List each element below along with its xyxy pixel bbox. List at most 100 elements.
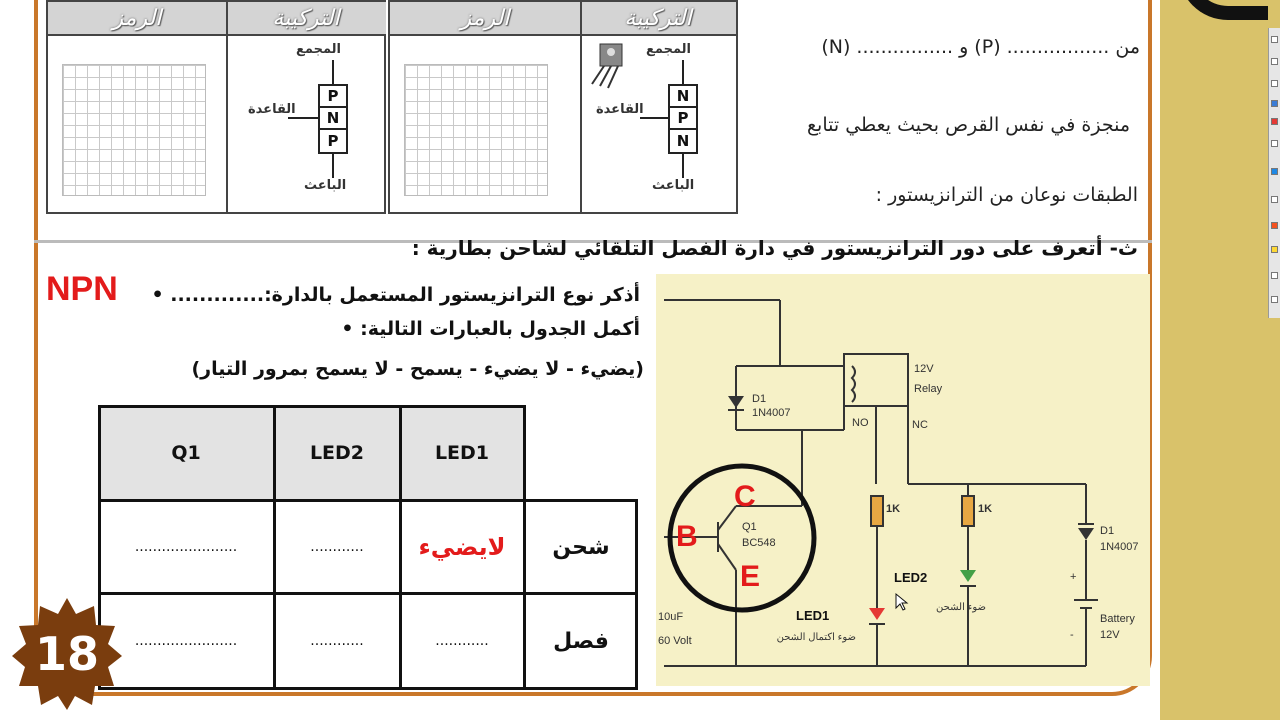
header-q1: Q1 <box>171 442 201 464</box>
tool-icon[interactable] <box>1271 100 1278 107</box>
cursor-icon <box>895 592 909 611</box>
circuit-schematic: 12V Relay D1 1N4007 NO NC Q1 BC548 1K 1K… <box>658 299 1139 667</box>
cell-led2-charge[interactable]: ............ <box>310 539 364 555</box>
q1-label: Q1 <box>742 521 757 533</box>
structure-table-npn: الرمز التركيبة N P N المجمع القاعدة البا… <box>388 0 738 214</box>
divider <box>580 2 582 212</box>
header-led2: LED2 <box>309 442 365 464</box>
led2-label: LED2 <box>894 570 927 585</box>
base-lead <box>640 117 668 119</box>
cell-q1-cutoff[interactable]: ....................... <box>134 633 238 649</box>
emitter-label: الباعث <box>652 178 695 193</box>
resistor1-label: 1K <box>886 503 900 515</box>
table-line <box>273 405 276 690</box>
row-label-cutoff: فصل <box>553 628 609 654</box>
table-line <box>399 405 402 690</box>
bullet-1: أذكر نوع الترانزيستور المستعمل بالدارة:.… <box>90 284 640 306</box>
header-row-bg <box>98 405 526 501</box>
panel-separator <box>1152 0 1160 720</box>
layer-n: N <box>320 108 346 130</box>
tool-icon[interactable] <box>1271 58 1278 65</box>
drawing-grid[interactable] <box>404 64 548 196</box>
battery-plus: + <box>1070 571 1076 583</box>
tool-icon[interactable] <box>1271 296 1278 303</box>
tool-icon[interactable] <box>1271 246 1278 253</box>
base-label: القاعدة <box>596 102 644 117</box>
row-label-charge: شحن <box>552 534 610 560</box>
tool-icon[interactable] <box>1271 118 1278 125</box>
d1-top-part: 1N4007 <box>752 407 791 419</box>
tool-icon[interactable] <box>1271 140 1278 147</box>
layer-p: P <box>670 108 696 130</box>
structure-header: التركيبة <box>226 2 386 36</box>
section-divider <box>34 240 1152 243</box>
table-line <box>98 405 526 408</box>
answer-table: Q1 LED2 LED1 ....................... ...… <box>98 405 638 690</box>
emitter-label: الباعث <box>304 178 347 193</box>
collector-lead <box>682 60 684 84</box>
circuit-diagram <box>656 274 1150 686</box>
tool-icon[interactable] <box>1271 80 1278 87</box>
layer-p: P <box>327 132 339 150</box>
capacitor-value: 10uF <box>658 611 683 623</box>
symbol-header: الرمز <box>390 2 580 36</box>
page-number-badge: 18 <box>12 598 122 710</box>
q1-part-label: BC548 <box>742 537 776 549</box>
tool-icon[interactable] <box>1271 196 1278 203</box>
definition-line-3: الطبقات نوعان من الترانزيستور : <box>875 184 1138 206</box>
cell-q1-charge[interactable]: ....................... <box>134 539 238 555</box>
handwritten-c: C <box>734 480 756 513</box>
phrase-options: (يضيء - لا يضيء - يسمح - لا يسمح بمرور ا… <box>191 358 644 380</box>
table-line <box>98 592 638 595</box>
no-contact-label: NO <box>852 417 869 429</box>
d1-top-label: D1 <box>752 393 766 405</box>
handwritten-b: B <box>676 520 698 553</box>
capacitor-voltage: 60 Volt <box>658 635 692 647</box>
bullet-2-text: أكمل الجدول بالعبارات التالية: <box>360 318 640 340</box>
table-line <box>98 687 638 690</box>
layer-stack: P N P <box>318 84 348 154</box>
table-line <box>98 499 638 502</box>
tool-icon[interactable] <box>1271 168 1278 175</box>
led1-label: LED1 <box>796 608 829 623</box>
drawing-grid[interactable] <box>62 64 206 196</box>
battery-voltage: 12V <box>1100 629 1120 641</box>
collector-lead <box>332 60 334 84</box>
emitter-lead <box>682 154 684 178</box>
side-panel <box>1160 0 1280 720</box>
relay-voltage-label: 12V <box>914 363 934 375</box>
tool-icon[interactable] <box>1271 272 1278 279</box>
layer-stack: N P N <box>668 84 698 154</box>
transistor-photo-icon <box>591 43 623 89</box>
symbol-header: الرمز <box>48 2 226 36</box>
definition-line-1: من ................. (P) و .............… <box>821 36 1140 58</box>
relay-label: Relay <box>914 383 943 395</box>
table-line <box>523 405 526 690</box>
layer-p: P <box>320 86 346 108</box>
cell-led1-charge[interactable]: لايضيء <box>418 533 506 561</box>
bullet-2: أكمل الجدول بالعبارات التالية: • <box>200 318 640 340</box>
page-frame <box>34 0 1152 696</box>
tool-icon[interactable] <box>1271 222 1278 229</box>
collector-label: المجمع <box>296 42 342 57</box>
tool-icon[interactable] <box>1271 36 1278 43</box>
header-led1: LED1 <box>434 442 490 464</box>
cell-led1-cutoff[interactable]: ............ <box>435 633 489 649</box>
cell-led2-cutoff[interactable]: ............ <box>310 633 364 649</box>
base-lead <box>288 117 318 119</box>
bullet-dot: • <box>341 318 354 340</box>
nc-contact-label: NC <box>912 419 928 431</box>
definition-line-2: منجزة في نفس القرص بحيث يعطي تتابع <box>806 114 1130 136</box>
collector-label: المجمع <box>646 42 692 57</box>
table-line <box>98 405 101 690</box>
divider <box>226 2 228 212</box>
d1-right-label: D1 <box>1100 525 1114 537</box>
battery-minus: - <box>1070 629 1074 641</box>
structure-header: التركيبة <box>580 2 736 36</box>
bullet-dot: • <box>151 284 164 306</box>
layer-n: N <box>670 86 696 108</box>
handwritten-e: E <box>740 560 760 593</box>
section-title: ث- أتعرف على دور الترانزيستور في دارة ال… <box>411 236 1138 260</box>
table-line <box>635 499 638 690</box>
led2-description: ضوء الشحن <box>936 602 986 613</box>
